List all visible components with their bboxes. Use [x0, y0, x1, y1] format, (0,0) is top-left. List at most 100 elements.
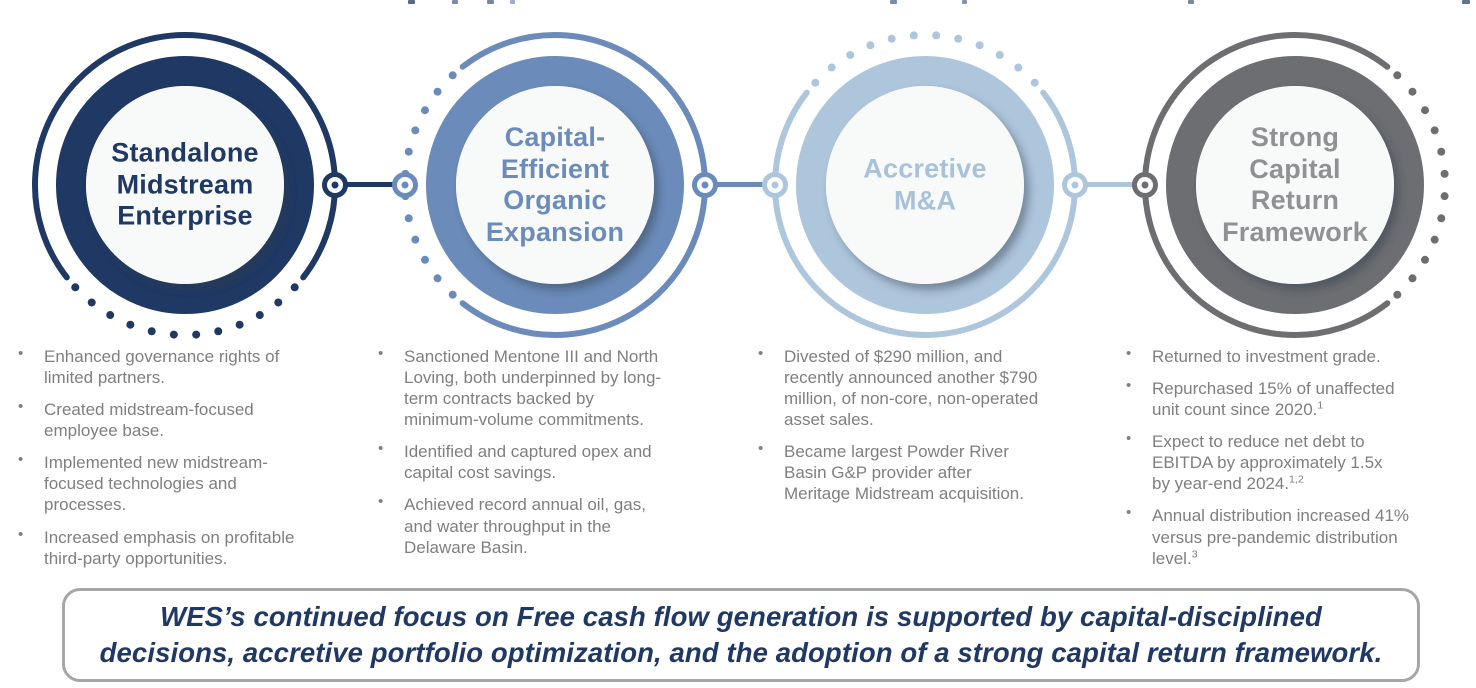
list-item: • Divested of $290 million, and recently …	[752, 345, 1088, 430]
list-item: •Identified and captured opex and capita…	[372, 440, 708, 483]
pillar-accretive-ma: Accretive M&A	[755, 15, 1095, 355]
list-item: •Expect to reduce net debt to EBITDA by …	[1120, 430, 1456, 494]
footnote-ref: 1	[1317, 399, 1324, 412]
list-item: • Annual distribution increased 41% versu…	[1120, 504, 1456, 568]
bullet-marker: •	[1126, 504, 1132, 522]
pillar-organic-expansion: Capital- Efficient Organic Expansion	[385, 15, 725, 355]
dot-arc-dot	[1393, 290, 1402, 299]
dot-arc-dot	[1393, 71, 1402, 80]
list-item: •Created midstream-focused employee base…	[12, 398, 348, 441]
list-item: • Enhanced governance rights of limited p…	[12, 345, 348, 388]
dot-arc-dot	[1408, 87, 1417, 96]
dot-arc-dot	[1440, 192, 1449, 201]
dot-arc-dot	[87, 298, 96, 307]
takeaway-banner: WES’s continued focus on Free cash flow …	[62, 588, 1420, 682]
dot-arc-dot	[827, 63, 836, 72]
bullet-marker: •	[1126, 345, 1132, 362]
dot-arc-dot	[1437, 147, 1446, 156]
dot-arc-dot	[169, 330, 178, 339]
title-fragment	[487, 0, 494, 4]
connector-node-dot	[701, 181, 709, 189]
dot-arc-dot	[932, 31, 941, 40]
list-item: •Achieved record annual oil, gas, and wa…	[372, 493, 708, 557]
bullet-marker: •	[378, 440, 384, 458]
connector-node-dot	[331, 181, 339, 189]
title-fragment	[890, 0, 897, 4]
dot-arc-dot	[1408, 274, 1417, 283]
strategy-pillars: Standalone Midstream Enterprise Capital-…	[15, 15, 1465, 355]
connector-node-dot	[401, 181, 409, 189]
bullet-marker: •	[758, 345, 764, 362]
bullet-column-standalone: • Enhanced governance rights of limited p…	[12, 345, 348, 580]
connector-node-dot	[1071, 181, 1079, 189]
pillar-standalone-midstream: Standalone Midstream Enterprise	[15, 15, 355, 355]
bullet-marker: •	[18, 345, 24, 362]
dot-arc-dot	[846, 50, 855, 59]
bullet-text: Annual distribution increased 41% versus…	[1152, 506, 1410, 568]
dot-arc-dot	[106, 311, 115, 320]
dot-arc-dot	[1440, 169, 1449, 178]
pillar-title: Strong Capital Return Framework	[1222, 121, 1368, 247]
dot-arc-dot	[1430, 126, 1439, 135]
thick-ring	[426, 56, 684, 314]
bullet-marker: •	[18, 451, 24, 469]
dot-arc-dot	[126, 320, 135, 329]
bullet-text: Increased emphasis on profitable third-p…	[44, 527, 295, 568]
dot-arc-dot	[235, 320, 244, 329]
title-fragment	[1462, 0, 1470, 4]
dot-arc-dot	[866, 41, 875, 50]
dot-arc-dot	[433, 87, 442, 96]
bullet-text: Divested of $290 million, and recently a…	[784, 347, 1039, 430]
dot-arc-dot	[1421, 106, 1430, 115]
dot-arc-dot	[1014, 63, 1023, 72]
dot-arc-dot	[71, 283, 80, 292]
bullet-text: Expect to reduce net debt to EBITDA by a…	[1152, 432, 1383, 494]
list-item: •Implemented new midstream- focused tech…	[12, 451, 348, 515]
connector-line-3	[1078, 182, 1142, 187]
connector-line-1	[338, 182, 402, 187]
bullet-text: Achieved record annual oil, gas, and wat…	[404, 495, 646, 557]
dot-arc-dot	[290, 283, 299, 292]
bullet-marker: •	[1126, 377, 1132, 395]
dot-arc-dot	[411, 235, 420, 244]
dot-arc-dot	[954, 34, 963, 43]
dot-arc-dot	[448, 71, 457, 80]
pillar-title: Standalone Midstream Enterprise	[111, 137, 259, 231]
circle-badge-graphic	[392, 32, 718, 338]
dot-arc-dot	[420, 106, 429, 115]
bullet-text: Repurchased 15% of unaffected unit count…	[1152, 379, 1395, 420]
dot-arc-dot	[192, 330, 201, 339]
connector-node-dot	[1141, 181, 1149, 189]
connector-line-2	[708, 182, 772, 187]
dot-arc-dot	[887, 34, 896, 43]
bullet-marker: •	[758, 440, 764, 458]
dot-arc-dot	[1421, 255, 1430, 264]
dot-arc-dot	[811, 78, 820, 87]
title-fragment	[962, 0, 967, 4]
bullet-marker: •	[18, 398, 24, 416]
title-fragment	[452, 0, 458, 4]
title-fragment	[510, 0, 515, 4]
title-fragment	[1188, 0, 1194, 4]
pillar-capital-return: Strong Capital Return Framework	[1125, 15, 1465, 355]
inner-disc	[456, 86, 654, 284]
bullet-column-organic-expansion: •Sanctioned Mentone III and North Loving…	[372, 345, 708, 569]
title-fragment	[408, 0, 415, 4]
dot-arc-dot	[420, 255, 429, 264]
bullet-column-capital-return: • Returned to investment grade. • Repurcha…	[1120, 345, 1456, 580]
dot-arc-dot	[1437, 214, 1446, 223]
dot-arc-dot	[995, 50, 1004, 59]
footnote-ref: 1,2	[1289, 473, 1304, 486]
bullet-text: Returned to investment grade.	[1152, 347, 1381, 366]
dot-arc-dot	[433, 274, 442, 283]
dot-arc-dot	[909, 31, 918, 40]
list-item: •Sanctioned Mentone III and North Loving…	[372, 345, 708, 430]
list-item: •Increased emphasis on profitable third-…	[12, 526, 348, 569]
dot-arc-dot	[1030, 78, 1039, 87]
thick-ring	[1166, 56, 1424, 314]
list-item: • Returned to investment grade.	[1120, 345, 1456, 367]
inner-disc	[1196, 86, 1394, 284]
list-item: • Repurchased 15% of unaffected unit coun…	[1120, 377, 1456, 420]
pillar-title: Accretive M&A	[863, 153, 987, 215]
bullet-text: Enhanced governance rights of limited pa…	[44, 347, 280, 388]
